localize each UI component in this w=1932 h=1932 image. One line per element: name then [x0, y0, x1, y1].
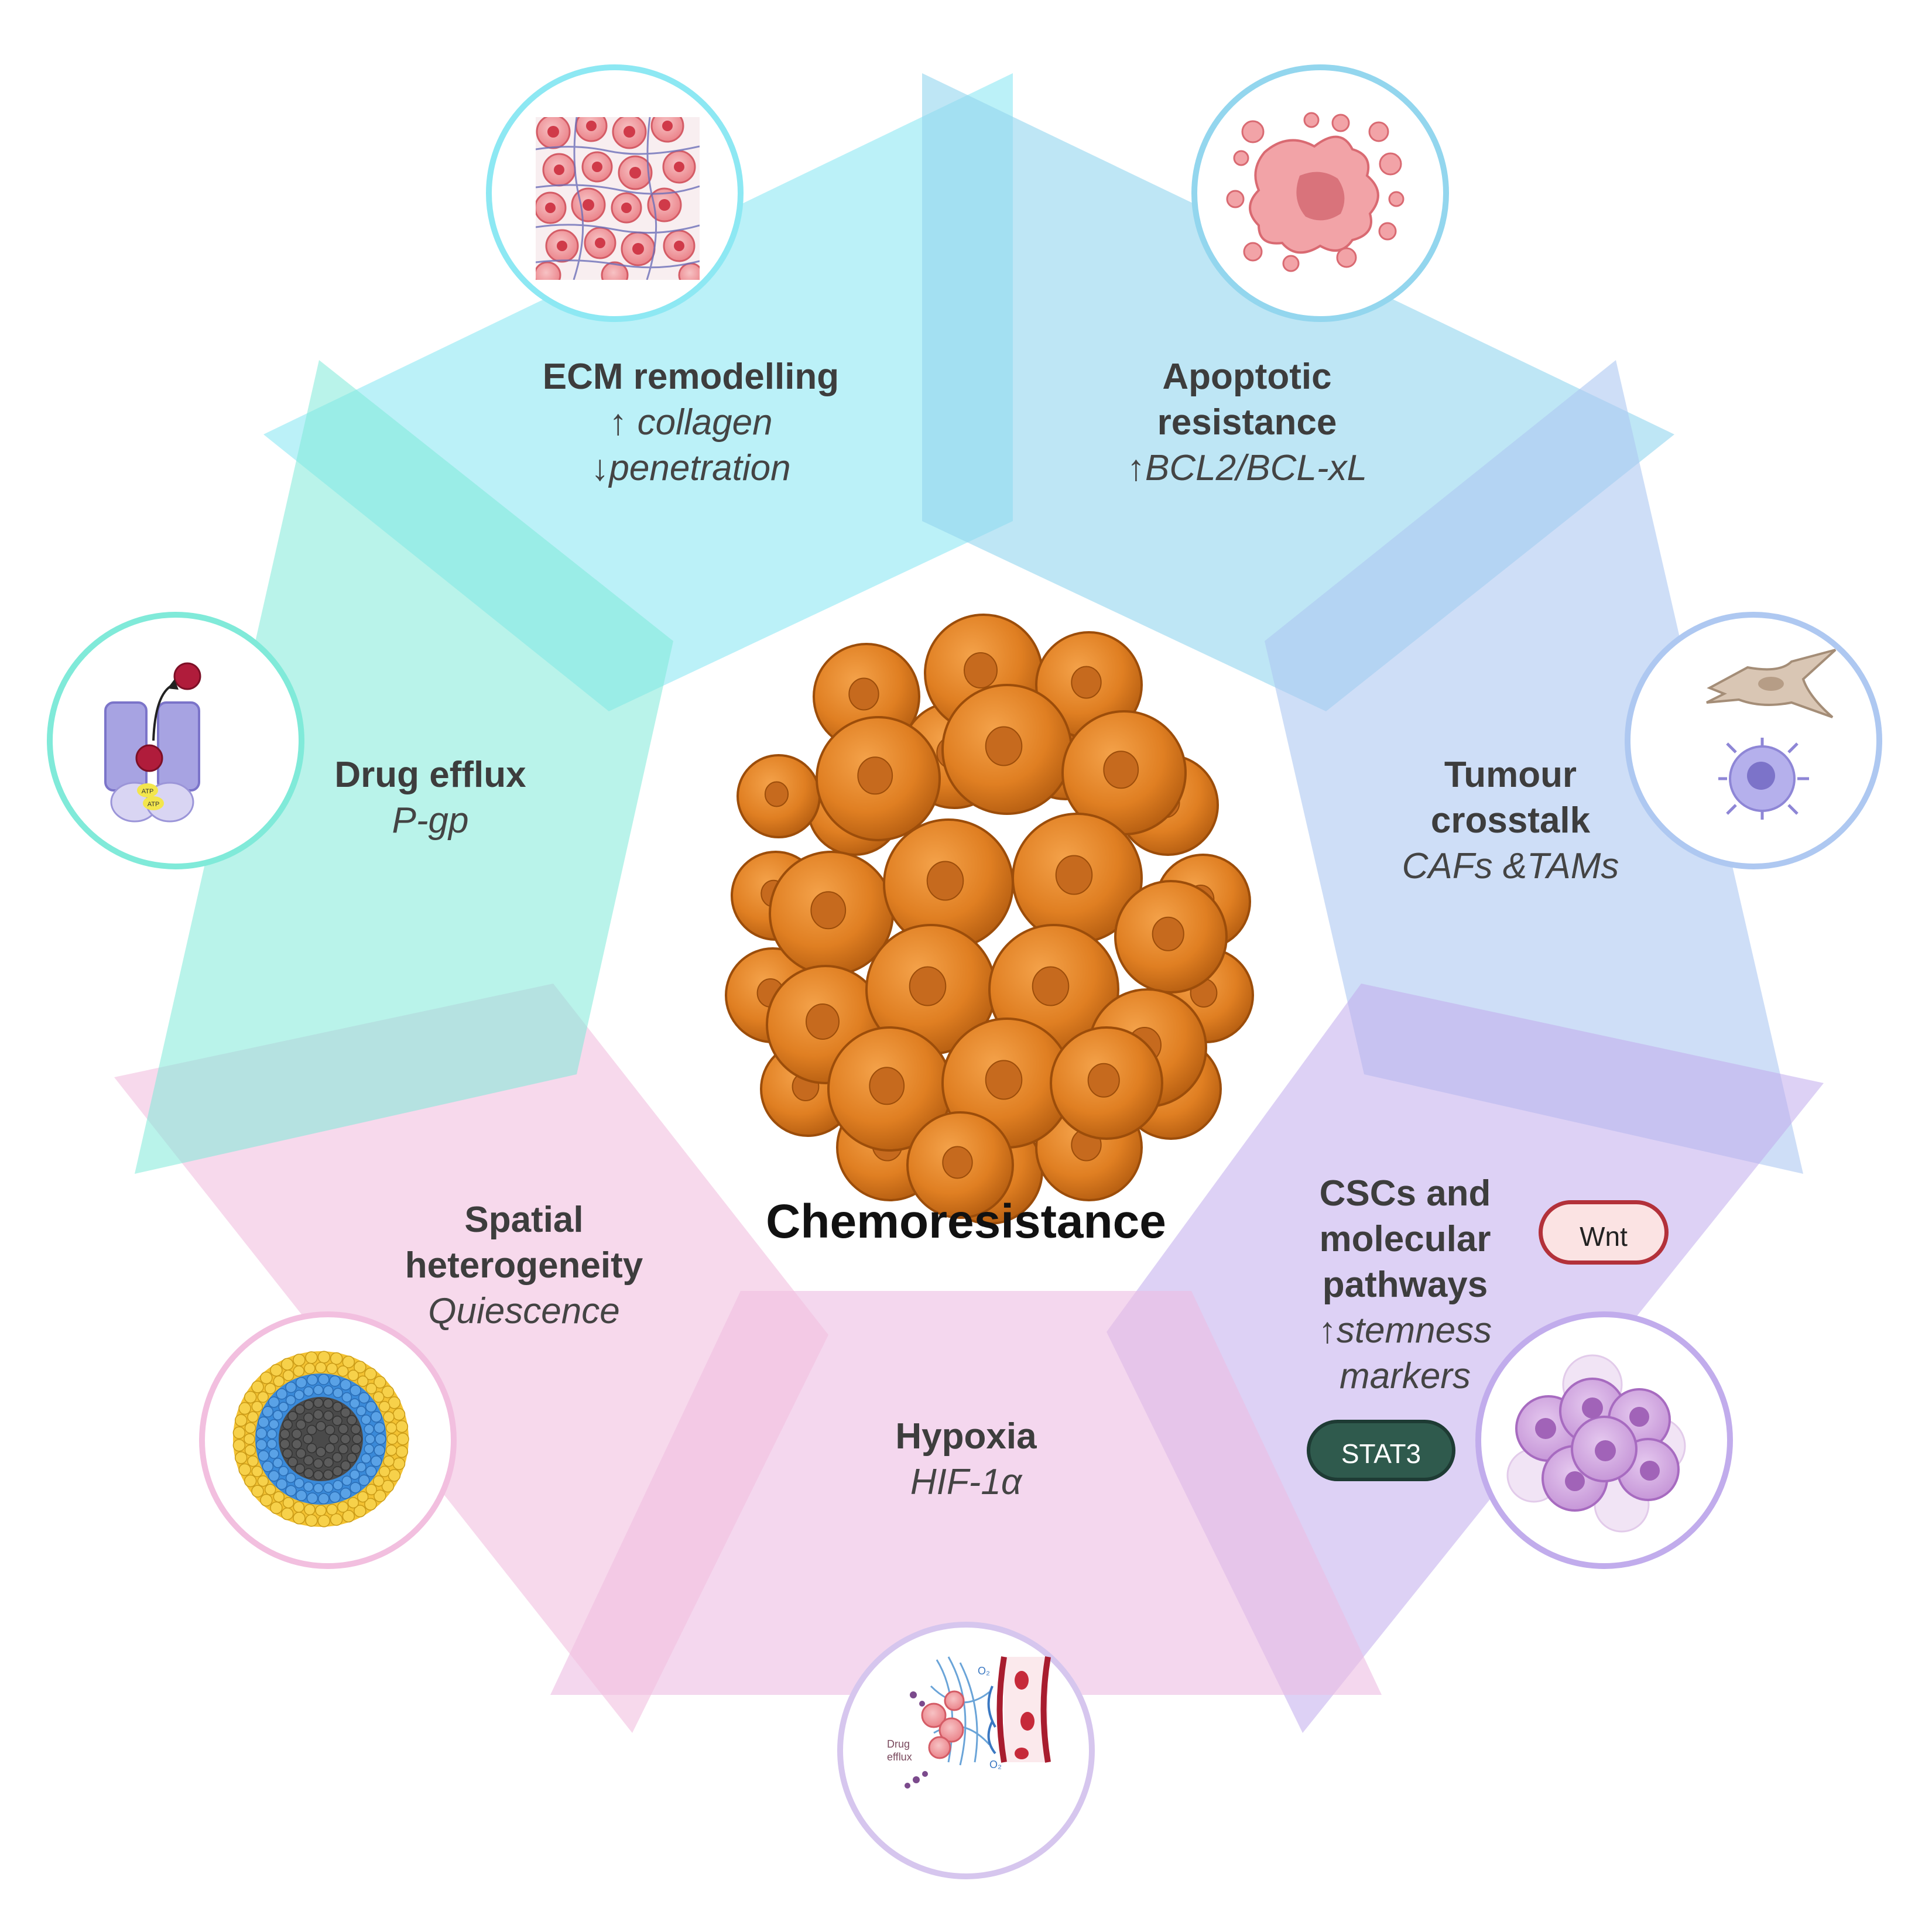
crosstalk-icon-circle [1625, 612, 1882, 869]
wnt-pathway-badge: Wnt [1539, 1200, 1669, 1265]
o2-top-label: O₂ [978, 1665, 990, 1677]
label-efflux: Drug efflux P-gp [225, 752, 635, 844]
crosstalk-subtitle: CAFs &TAMs [1402, 846, 1619, 886]
hypoxia-title: Hypoxia [895, 1416, 1037, 1457]
label-apoptotic: Apoptotic resistance ↑BCL2/BCL-xL [1042, 354, 1452, 491]
label-hypoxia: Hypoxia HIF-1α [761, 1414, 1171, 1505]
atp-label-1: ATP [142, 788, 154, 795]
apoptotic-subtitle: ↑BCL2/BCL-xL [1126, 448, 1368, 488]
ecm-title: ECM remodelling [542, 357, 840, 397]
hypoxia-icon-circle [837, 1622, 1095, 1879]
ecm-subtitle: ↑ collagen ↓penetration [591, 402, 791, 488]
efflux-title: Drug efflux [334, 755, 526, 795]
band-spatial [114, 984, 828, 1733]
crosstalk-title: Tumour crosstalk [1430, 755, 1591, 841]
tumour-spheroid-image [725, 614, 1254, 1225]
spheroid-layers-icon [232, 1351, 409, 1527]
band-efflux [135, 360, 673, 1174]
label-crosstalk: Tumour crosstalk CAFs &TAMs [1306, 752, 1715, 889]
label-spatial: Spatial heterogeneity Quiescence [319, 1197, 729, 1334]
transporter-icon: ATP ATP [104, 662, 201, 823]
band-crosstalk [1265, 360, 1803, 1174]
stem-cell-cluster-icon [1506, 1354, 1686, 1533]
hypoxia-subtitle: HIF-1α [910, 1462, 1022, 1502]
csc-subtitle: ↑stemness markers [1318, 1310, 1492, 1396]
spatial-title: Spatial heterogeneity [405, 1200, 643, 1286]
label-csc: CSCs and molecular pathways ↑stemness ma… [1200, 1171, 1610, 1399]
atp-label-2: ATP [148, 801, 160, 808]
o2-bottom-label: O₂ [989, 1759, 1002, 1770]
collagen-matrix-icon [536, 117, 700, 280]
csc-title: CSCs and molecular pathways [1319, 1173, 1491, 1305]
apoptotic-title: Apoptotic resistance [1157, 357, 1337, 443]
spatial-subtitle: Quiescence [428, 1291, 620, 1331]
efflux-subtitle: P-gp [392, 800, 469, 841]
apoptotic-cell-icon [1226, 112, 1405, 272]
label-ecm: ECM remodelling ↑ collagen ↓penetration [486, 354, 896, 491]
stat3-pathway-badge: STAT3 [1307, 1420, 1455, 1481]
center-title: Chemoresistance [766, 1195, 1166, 1248]
fibroblast-macrophage-icon [1706, 649, 1837, 820]
